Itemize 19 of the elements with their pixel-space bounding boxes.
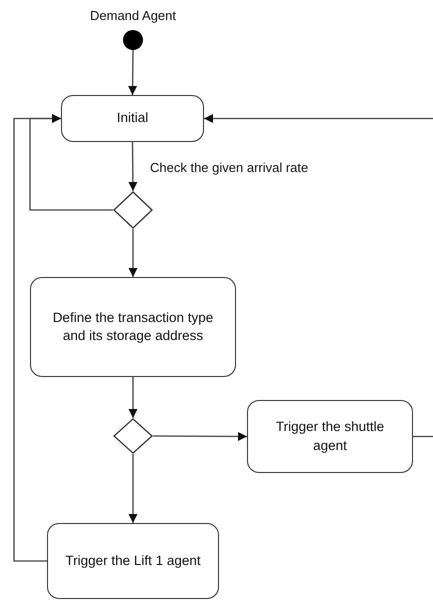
node-caption: Demand Agent (90, 8, 176, 23)
activity-text: Define the transaction type and its storage address (52, 308, 214, 345)
arrow (13, 114, 61, 562)
arrow (128, 229, 138, 277)
activity-box (61, 95, 204, 142)
arrow (128, 142, 138, 191)
arrow (153, 432, 247, 441)
activity-box (247, 400, 413, 473)
edge-label: Check the given arrival rate (148, 160, 310, 175)
activity-text: Trigger the shuttle agent (274, 418, 386, 455)
activity-text: Trigger the Lift 1 agent (65, 552, 201, 570)
arrow (128, 454, 138, 523)
connector-line (413, 436, 433, 438)
activity-box (30, 277, 236, 377)
arrow (128, 50, 138, 95)
activity-box (47, 523, 219, 599)
activity-text: Initial (116, 109, 148, 128)
arrow (128, 377, 138, 418)
arrow (204, 114, 433, 123)
